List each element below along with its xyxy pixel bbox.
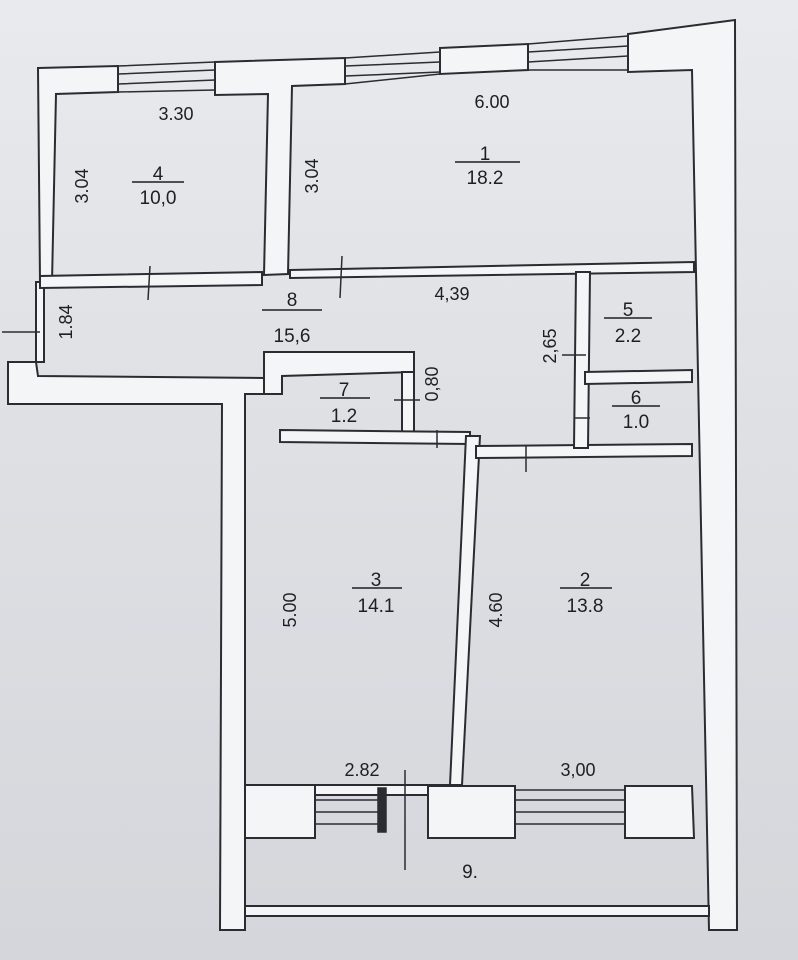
room-3-number: 3 bbox=[371, 570, 382, 591]
room-6-area: 1.0 bbox=[623, 412, 649, 433]
room2-height-dim: 4.60 bbox=[486, 592, 506, 627]
room1-height-dim: 3.04 bbox=[302, 158, 322, 193]
room-8-number: 8 bbox=[287, 290, 298, 311]
room3-height-dim: 5.00 bbox=[280, 592, 300, 627]
room-2-number: 2 bbox=[580, 570, 591, 591]
room-5-area: 2.2 bbox=[615, 326, 641, 347]
room-9-number: 9. bbox=[462, 862, 478, 883]
room5-height-dim: 2,65 bbox=[540, 328, 560, 363]
room-4-area: 10,0 bbox=[140, 188, 177, 209]
room1-width-dim: 6.00 bbox=[474, 92, 509, 112]
room-4-number: 4 bbox=[153, 164, 164, 185]
room4-height-dim: 3.04 bbox=[72, 168, 92, 203]
room-7-area: 1.2 bbox=[331, 406, 357, 427]
dimension-labels: 3.30 3.04 6.00 3.04 4,39 1.84 2,65 0,80 … bbox=[56, 92, 596, 780]
room7-height-dim: 0,80 bbox=[422, 366, 442, 401]
room-1-area: 18.2 bbox=[467, 168, 504, 189]
room3-width-dim: 2.82 bbox=[344, 760, 379, 780]
room-3-area: 14.1 bbox=[358, 596, 395, 617]
corridor-width-dim: 4,39 bbox=[434, 284, 469, 304]
room2-width-dim: 3,00 bbox=[560, 760, 595, 780]
room-labels: 1 18.2 2 13.8 3 14.1 4 10,0 5 2.2 6 1.0 … bbox=[132, 144, 660, 883]
room-7-number: 7 bbox=[339, 380, 350, 401]
room-5-number: 5 bbox=[623, 300, 634, 321]
room-8-area: 15,6 bbox=[274, 326, 311, 347]
outer-walls bbox=[7, 18, 739, 931]
interior-walls bbox=[39, 260, 710, 917]
door-marks bbox=[2, 255, 590, 870]
room-2-area: 13.8 bbox=[567, 596, 604, 617]
room4-width-dim: 3.30 bbox=[158, 104, 193, 124]
corridor-height-dim: 1.84 bbox=[56, 304, 76, 339]
room-6-number: 6 bbox=[631, 388, 642, 409]
room-1-number: 1 bbox=[480, 144, 491, 165]
